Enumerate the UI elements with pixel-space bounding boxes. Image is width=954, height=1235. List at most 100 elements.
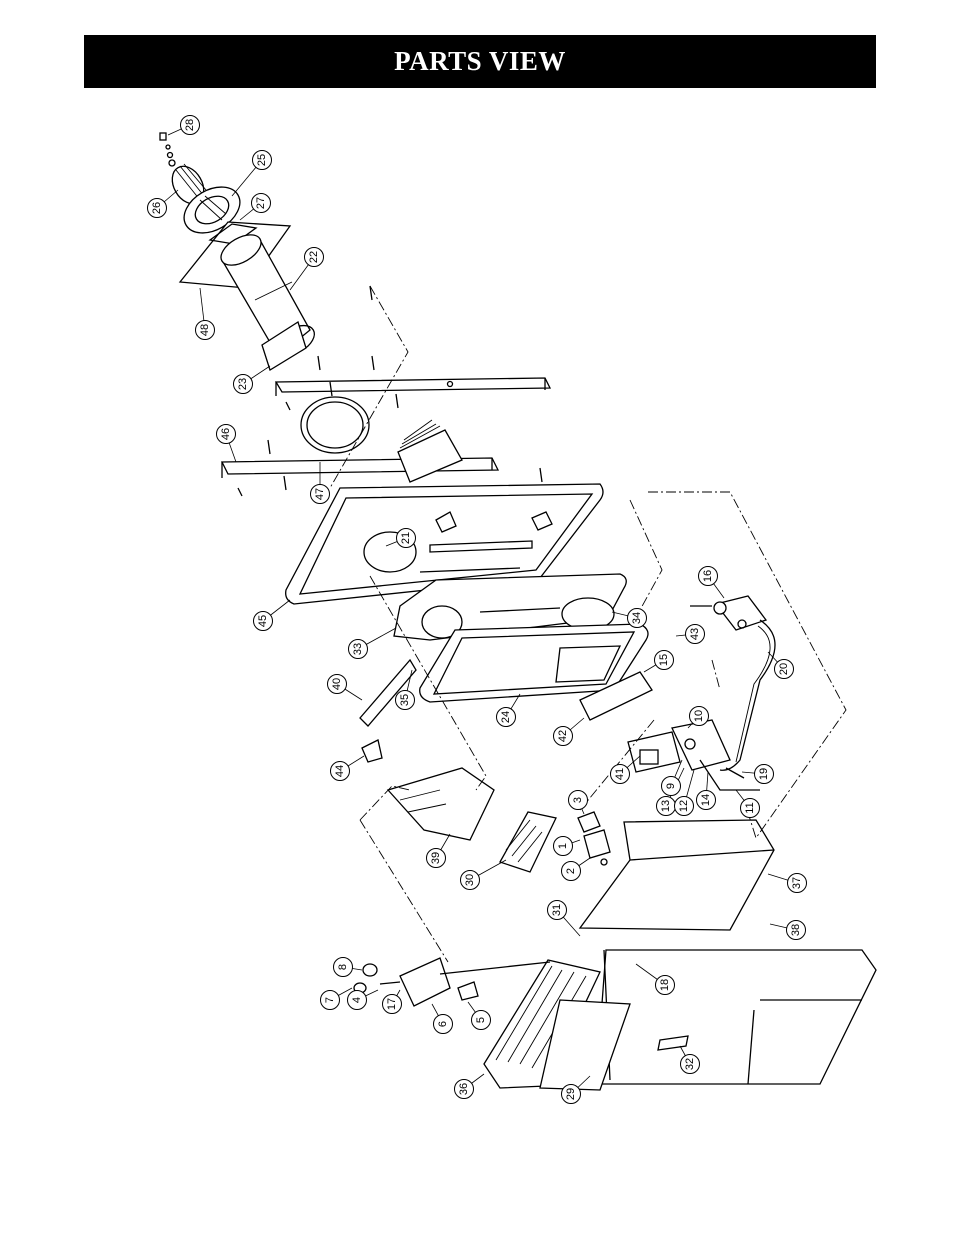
page-title: PARTS VIEW	[394, 46, 566, 76]
part-callout-31: 31	[547, 900, 567, 920]
callout-circle	[561, 861, 581, 881]
part-callout-22: 22	[304, 247, 324, 267]
part-callout-28: 28	[180, 115, 200, 135]
part-callout-36: 36	[454, 1079, 474, 1099]
callout-number: 37	[791, 877, 803, 889]
cabinet-top	[578, 819, 775, 931]
callout-number: 23	[237, 378, 249, 390]
gas-valve	[690, 595, 776, 771]
part-callout-19: 19	[754, 764, 774, 784]
callout-circle	[654, 650, 674, 670]
callout-number: 16	[702, 570, 714, 582]
callout-number: 30	[464, 874, 476, 886]
part-callout-5: 5	[471, 1010, 491, 1030]
callout-number: 46	[220, 428, 232, 440]
callout-number: 38	[790, 924, 802, 936]
part-callout-8: 8	[333, 957, 353, 977]
part-callout-7: 7	[320, 990, 340, 1010]
part-callout-29: 29	[561, 1084, 581, 1104]
regulator-assembly	[353, 957, 551, 1007]
callout-circle	[568, 790, 588, 810]
callout-number: 13	[660, 800, 672, 812]
callout-circle	[180, 115, 200, 135]
callout-number: 42	[557, 730, 569, 742]
part-callout-41: 41	[610, 764, 630, 784]
callout-circle	[304, 247, 324, 267]
callout-number: 25	[256, 154, 268, 166]
callout-number: 8	[337, 964, 349, 970]
callout-circle	[252, 150, 272, 170]
vent-cap-assembly	[159, 132, 241, 234]
callout-number: 10	[693, 710, 705, 722]
part-callout-39: 39	[426, 848, 446, 868]
callout-circle	[685, 624, 705, 644]
callout-number: 15	[658, 654, 670, 666]
callout-circle	[251, 193, 271, 213]
side-shields	[359, 658, 653, 763]
callout-number: 20	[778, 663, 790, 675]
callout-circle	[147, 198, 167, 218]
part-callout-10: 10	[689, 706, 709, 726]
callout-circle	[330, 761, 350, 781]
callout-number: 18	[659, 979, 671, 991]
callout-circle	[786, 920, 806, 940]
callout-circle	[382, 994, 402, 1014]
part-callout-13: 13	[656, 796, 676, 816]
callout-circle	[496, 707, 516, 727]
part-callout-27: 27	[251, 193, 271, 213]
callout-circle	[395, 690, 415, 710]
callout-circle	[347, 990, 367, 1010]
callout-number: 1	[557, 843, 569, 849]
callout-circle	[661, 776, 681, 796]
part-callout-34: 34	[627, 608, 647, 628]
callout-number: 2	[565, 868, 577, 874]
part-callout-12: 12	[674, 796, 694, 816]
part-callout-14: 14	[696, 790, 716, 810]
screws-upper	[237, 285, 543, 497]
callout-number: 34	[631, 612, 643, 624]
callout-circle	[433, 1014, 453, 1034]
part-callout-40: 40	[327, 674, 347, 694]
callout-circle	[471, 1010, 491, 1030]
callout-number: 21	[400, 532, 412, 544]
callout-number: 31	[551, 904, 563, 916]
callout-number: 43	[689, 628, 701, 640]
gasket-ring	[300, 396, 370, 454]
part-callout-47: 47	[310, 484, 330, 504]
callout-number: 22	[308, 251, 320, 263]
callout-circle	[426, 848, 446, 868]
callout-circle	[310, 484, 330, 504]
callout-circle	[627, 608, 647, 628]
part-callout-43: 43	[685, 624, 705, 644]
part-callout-6: 6	[433, 1014, 453, 1034]
callout-number: 26	[151, 202, 163, 214]
callout-circle	[674, 796, 694, 816]
callout-number: 9	[665, 783, 677, 789]
callout-circle	[454, 1079, 474, 1099]
callout-number: 4	[351, 997, 363, 1003]
callout-number: 5	[475, 1017, 487, 1023]
callout-circle	[610, 764, 630, 784]
callout-number: 47	[314, 488, 326, 500]
callout-circle	[327, 674, 347, 694]
callout-circle	[689, 706, 709, 726]
piezo-igniter	[577, 811, 611, 866]
manual-booklet	[397, 419, 463, 483]
combustion-gasket	[419, 623, 649, 703]
part-callout-21: 21	[396, 528, 416, 548]
part-callout-1: 1	[553, 836, 573, 856]
part-callout-42: 42	[553, 726, 573, 746]
bracket-upper	[274, 377, 552, 396]
callout-circle	[320, 990, 340, 1010]
burner	[499, 811, 557, 873]
callout-circle	[655, 975, 675, 995]
callout-number: 7	[324, 997, 336, 1003]
callout-number: 19	[758, 768, 770, 780]
callout-circle	[553, 836, 573, 856]
callout-number: 27	[255, 197, 267, 209]
callout-number: 40	[331, 678, 343, 690]
callout-circle	[680, 1054, 700, 1074]
callout-number: 39	[430, 852, 442, 864]
part-callout-48: 48	[195, 320, 215, 340]
